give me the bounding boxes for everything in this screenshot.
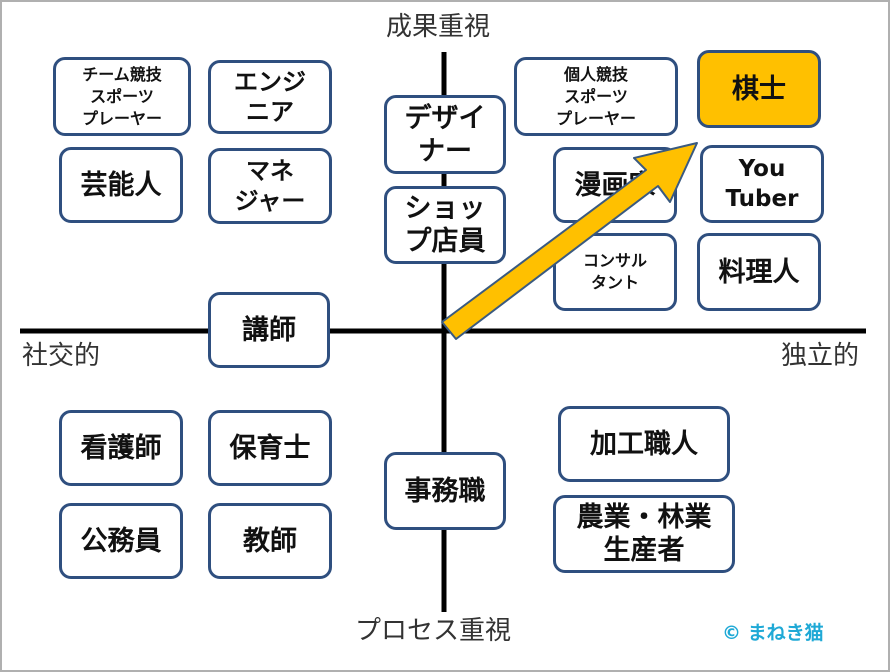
job-manager: マネ ジャー bbox=[208, 148, 332, 224]
job-civil-servant: 公務員 bbox=[59, 503, 183, 579]
copyright-credit: © まねき猫 bbox=[722, 622, 824, 644]
job-consultant: コンサル タント bbox=[553, 233, 677, 311]
job-team-sports-player: チーム競技 スポーツ プレーヤー bbox=[53, 57, 191, 136]
job-cook: 料理人 bbox=[697, 233, 821, 311]
axis-label-bottom: プロセス重視 bbox=[355, 616, 512, 646]
job-individual-sports-player: 個人競技 スポーツ プレーヤー bbox=[514, 57, 678, 136]
job-shogi-player: 棋士 bbox=[697, 50, 821, 128]
job-entertainer: 芸能人 bbox=[59, 147, 183, 223]
axis-label-left: 社交的 bbox=[22, 341, 101, 371]
job-nursery-teacher: 保育士 bbox=[208, 410, 332, 486]
job-manga-artist: 漫画家 bbox=[553, 147, 677, 223]
axis-label-top: 成果重視 bbox=[386, 12, 491, 42]
axis-label-right: 独立的 bbox=[781, 341, 860, 371]
job-lecturer: 講師 bbox=[208, 292, 330, 368]
job-engineer: エンジ ニア bbox=[208, 60, 332, 134]
job-youtuber: You Tuber bbox=[700, 145, 824, 223]
job-teacher: 教師 bbox=[208, 503, 332, 579]
job-agriculture-forestry-producer: 農業・林業 生産者 bbox=[553, 495, 735, 573]
job-craftsman: 加工職人 bbox=[558, 406, 730, 482]
job-shop-staff: ショッ プ店員 bbox=[384, 186, 506, 264]
job-designer: デザイ ナー bbox=[384, 95, 506, 174]
job-nurse: 看護師 bbox=[59, 410, 183, 486]
job-office-clerk: 事務職 bbox=[384, 452, 506, 530]
